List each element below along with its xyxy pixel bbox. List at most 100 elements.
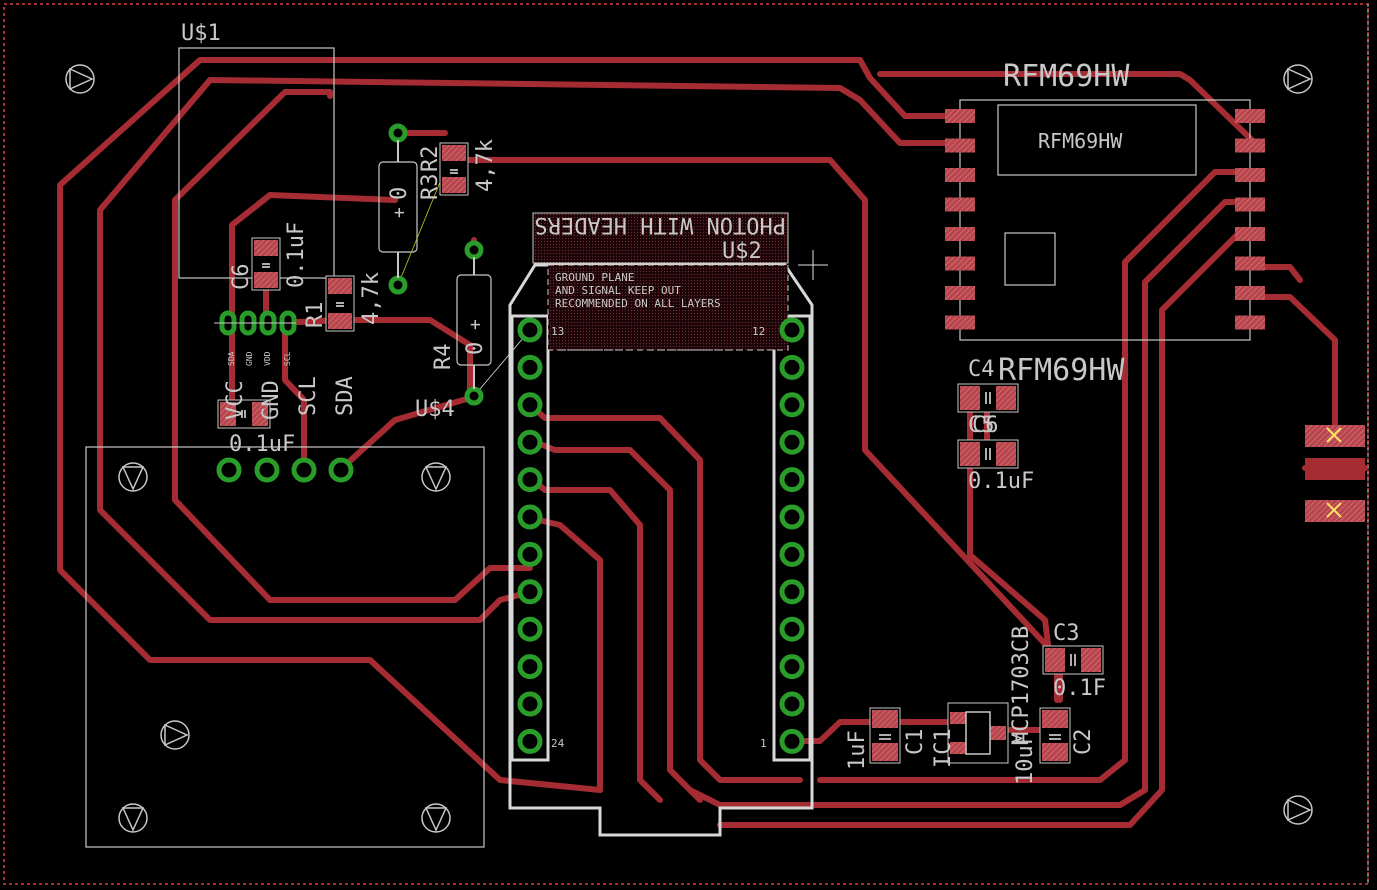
keepout-line-3: RECOMMENDED ON ALL LAYERS <box>555 297 721 310</box>
header-pin-pad <box>779 541 805 567</box>
c4-label: C4 <box>968 357 995 382</box>
header-pin-pad <box>517 691 543 717</box>
r4-label: R4 <box>431 344 456 371</box>
pin-12-label: 12 <box>752 325 765 338</box>
rfm-pin-pad <box>1235 138 1265 153</box>
pin-1-label: 1 <box>760 737 767 750</box>
resistor-leads <box>397 140 475 389</box>
c6b-label: C6 <box>972 413 999 438</box>
silkscreen <box>85 47 1251 848</box>
rfm-pin-pad <box>1235 197 1265 212</box>
mounting-hole-icon <box>118 803 148 833</box>
r4-value: 0 <box>463 342 488 355</box>
rfm-pin-pad <box>945 138 975 153</box>
header-pin-pad <box>779 728 805 754</box>
rfm-pin-pad <box>945 168 975 182</box>
rfm-pin-pad <box>1235 286 1265 300</box>
airwire <box>399 169 446 281</box>
c1-value: 1uF <box>845 730 870 770</box>
pin-scl-small: SCL <box>283 351 292 366</box>
pin-13-label: 13 <box>551 325 564 338</box>
pin-vdd-small: VDD <box>263 351 272 366</box>
header-outline-left <box>510 314 550 762</box>
c6-value: 0.1uF <box>284 222 309 288</box>
rfm-pin-pad <box>1235 109 1265 123</box>
header-pin-pad <box>779 317 805 343</box>
mounting-hole-icon <box>160 720 190 750</box>
header-pin-pad <box>779 392 805 418</box>
u1-label: U$1 <box>181 21 221 46</box>
c2-label: C2 <box>1071 729 1096 756</box>
r2-pad <box>388 123 408 143</box>
r3-value: 4,7k <box>473 139 498 192</box>
header-pin-pad <box>517 541 543 567</box>
r2-value: 0 <box>387 187 412 200</box>
mounting-hole-icon <box>1283 64 1313 94</box>
r3-label: R3 <box>418 174 443 201</box>
r4-pad <box>464 386 484 406</box>
header-pin-pad <box>779 354 805 380</box>
rfm-title: RFM69HW <box>1003 59 1130 94</box>
header-pin-pad <box>517 504 543 530</box>
sda-pad <box>328 457 354 483</box>
rfm-pin-pad <box>945 256 975 271</box>
cap-marks <box>241 169 1076 740</box>
origin-cross-icon <box>798 250 828 280</box>
u4-label: U$4 <box>415 397 455 422</box>
mounting-hole-icon <box>65 64 95 94</box>
header-pin-pad <box>517 467 543 493</box>
rfm-pin-pad <box>1235 168 1265 182</box>
header-gnd-label: GND <box>259 380 284 420</box>
c5-value: 0.1uF <box>229 432 295 457</box>
scl-pad <box>291 457 317 483</box>
mounting-hole-icon <box>421 462 451 492</box>
rfm-pin-pad <box>1235 315 1265 330</box>
rfm-pin-pad <box>945 197 975 212</box>
header-scl-label: SCL <box>296 376 321 416</box>
mounting-hole-icon <box>118 462 148 492</box>
sensor-header-pads <box>216 457 354 483</box>
header-pin-pad <box>779 616 805 642</box>
c2-value: 10uF <box>1013 732 1038 785</box>
keepout-line-2: AND SIGNAL KEEP OUT <box>555 284 681 297</box>
header-pin-pad <box>779 579 805 605</box>
header-sda-label: SDA <box>333 376 358 416</box>
c5-label: C5 <box>968 413 995 438</box>
keepout-zone <box>547 264 789 351</box>
photon-header-left <box>517 317 543 754</box>
header-pin-pad <box>517 579 543 605</box>
header-pin-pad <box>779 654 805 680</box>
keepout-line-1: GROUND PLANE <box>555 271 634 284</box>
airwire <box>473 329 531 397</box>
c6-label: C6 <box>229 264 254 291</box>
header-pin-pad <box>517 354 543 380</box>
c1-label: C1 <box>903 729 928 756</box>
header-pin-pad <box>779 429 805 455</box>
ic1-label: IC1 <box>931 728 956 768</box>
header-pin-pad <box>517 654 543 680</box>
rfm-pin-pad <box>1235 227 1265 241</box>
header-outline-right <box>772 314 812 762</box>
rfm-pin-pad <box>945 109 975 123</box>
header-pin-pad <box>779 467 805 493</box>
c3-label: C3 <box>1053 621 1080 646</box>
header-pin-pad <box>517 392 543 418</box>
photon-title-box <box>532 212 789 264</box>
pin-gnd-small: GND <box>245 351 254 366</box>
mounting-hole-icon <box>421 803 451 833</box>
pin-24-label: 24 <box>551 737 565 750</box>
rfm-pin-pad <box>945 227 975 241</box>
ic1-value: MCP1703CB <box>1009 626 1034 745</box>
antenna-cross-icon <box>1326 427 1342 518</box>
r2-plus: + <box>389 207 410 218</box>
gnd-pad <box>254 457 280 483</box>
rfm-inner-label: RFM69HW <box>1038 129 1123 153</box>
header-pin-pad <box>779 504 805 530</box>
photon-title: PHOTON WITH HEADERS <box>534 212 786 237</box>
r2-pad <box>388 275 408 295</box>
mounting-hole-icon <box>1283 795 1313 825</box>
vcc-pad <box>216 457 242 483</box>
r1-value: 4,7k <box>359 272 384 325</box>
photon-header-right <box>779 317 805 754</box>
r4-plus: + <box>465 319 486 330</box>
